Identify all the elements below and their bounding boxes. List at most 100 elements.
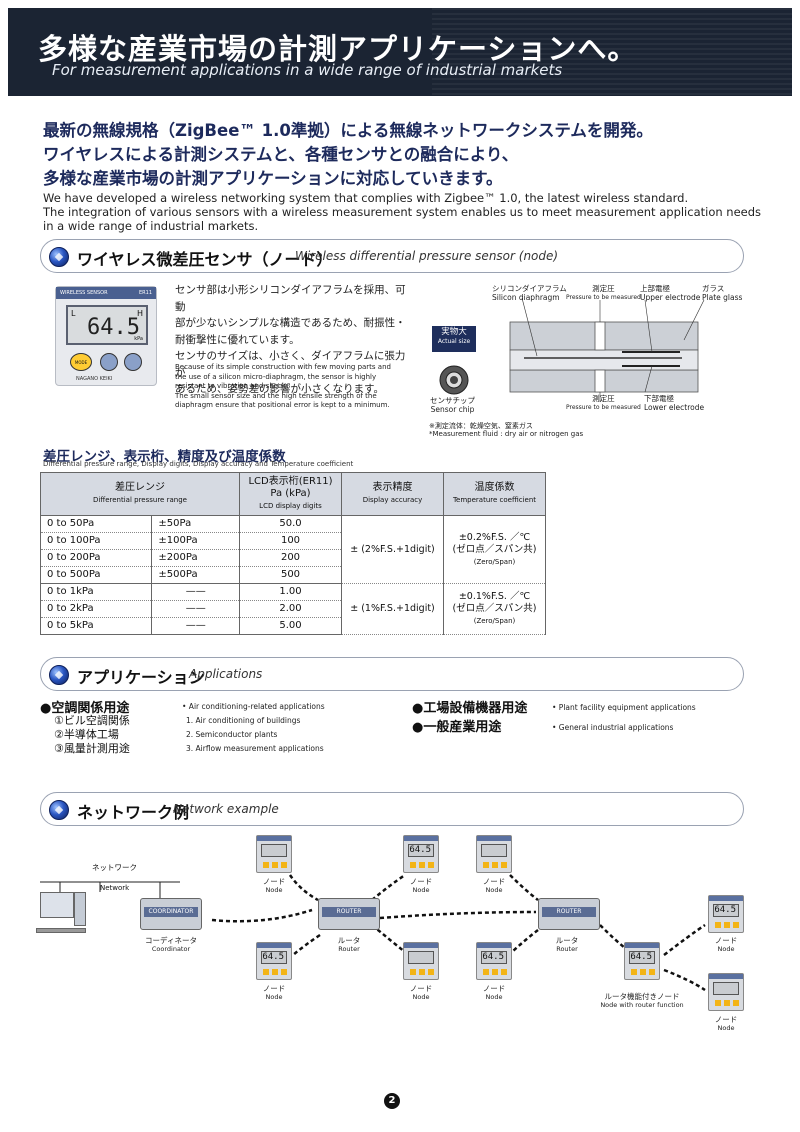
desc-en-line: resistant to vibration and shock.	[175, 382, 289, 390]
actual-size-jp: 実物大	[441, 327, 467, 337]
pressure-label-jp: 測定圧	[592, 394, 615, 403]
node-top	[257, 943, 291, 948]
router-bar: ROUTER	[542, 907, 596, 917]
pressure-top-label: 測定圧 Pressure to be measured	[566, 284, 641, 302]
digits-cell: 5.00	[239, 617, 342, 635]
sensor-description-en: Because of its simple construction with …	[175, 363, 407, 411]
app-left-sub-1: ①ビル空調関係	[54, 714, 130, 727]
app-left-en-sub-2: 2. Semiconductor plants	[186, 730, 278, 739]
accuracy-cell-group2: ± (1%F.S.+1digit)	[341, 583, 444, 635]
pc-monitor	[40, 892, 74, 918]
router-device-1: ROUTER	[318, 898, 380, 930]
node-top	[477, 943, 511, 948]
node-buttons	[483, 969, 507, 975]
app-left-sub-2: ②半導体工場	[54, 728, 119, 741]
silicon-label-en: Silicon diaphragm	[492, 293, 560, 302]
app-left-en-sub-1: 1. Air conditioning of buildings	[186, 716, 301, 725]
diagram-svg	[432, 297, 705, 402]
temp-note-jp: (ゼロ点／スパン共)	[452, 543, 537, 555]
app-left-en-main: • Air conditioning-related applications	[182, 702, 325, 711]
table-row: 0 to 2kPa —— 2.00	[39, 600, 546, 618]
node-buttons	[715, 1000, 739, 1006]
app-left-main: ●空調関係用途	[40, 701, 130, 716]
digits-cell: 500	[239, 566, 342, 584]
node-router-en: Node with router function	[600, 1001, 684, 1009]
sensor-section-title-en: Wireless differential pressure sensor (n…	[295, 249, 559, 263]
header-temp-en: Temperature coefficient	[452, 496, 537, 504]
temp-value: ±0.2%F.S. ／℃	[458, 531, 531, 543]
node-en: Node	[717, 1024, 735, 1032]
table-title: 差圧レンジ、表示桁、精度及び温度係数	[43, 449, 286, 465]
node-buttons	[263, 969, 287, 975]
device-model-label: ER11	[139, 290, 152, 296]
intro-en-line-2: The integration of various sensors with …	[43, 205, 762, 219]
node-top	[257, 836, 291, 841]
fluid-note-en: *Measurement fluid : dry air or nitrogen…	[429, 430, 584, 438]
header-accuracy-en: Display accuracy	[362, 496, 423, 504]
digits-cell: 100	[239, 532, 342, 550]
network-title-en: Network example	[173, 802, 279, 816]
header-range-jp: 差圧レンジ	[115, 482, 165, 493]
app-left-sub-3: ③風量計測用途	[54, 742, 130, 755]
digits-cell: 1.00	[239, 583, 342, 601]
range-cell: 0 to 100Pa	[39, 532, 153, 550]
header-lcd: LCD表示桁(ER11) Pa (kPa) LCD display digits	[239, 472, 342, 516]
node-screen	[261, 844, 287, 857]
desc-en-line: the use of a silicon micro-diaphragm, th…	[175, 372, 377, 381]
node-screen	[408, 951, 434, 964]
network-section-header: ネットワーク例 Network example	[40, 792, 744, 826]
header-accuracy-jp: 表示精度	[372, 482, 413, 493]
header-accuracy: 表示精度 Display accuracy	[341, 472, 444, 516]
page-header: 多様な産業市場の計測アプリケーションへ。 For measurement app…	[8, 8, 792, 96]
desc-en-line: diaphragm ensure that positional error i…	[175, 401, 390, 409]
node-screen	[713, 982, 739, 995]
table-row: 0 to 500Pa ±500Pa 500	[39, 566, 546, 584]
pm-cell: ——	[151, 583, 240, 601]
node-top	[477, 836, 511, 841]
header-lcd-unit: Pa (kPa)	[270, 488, 311, 499]
node-en: Node	[485, 886, 503, 894]
range-cell: 0 to 50Pa	[39, 515, 153, 533]
applications-title-en: Applications	[189, 667, 263, 681]
coordinator-label: コーディネータ Coordinator	[140, 936, 202, 954]
device-buttons: MODE	[70, 353, 146, 373]
node-top	[709, 896, 743, 901]
node-top	[404, 943, 438, 948]
device-lcd-unit: kPa	[134, 336, 143, 342]
header-lcd-en: LCD display digits	[259, 502, 322, 510]
node-device	[403, 942, 439, 980]
coordinator-en: Coordinator	[151, 945, 191, 953]
fluid-note-jp: ※測定流体：乾燥空気、窒素ガス	[429, 422, 533, 430]
router-en: Router	[556, 945, 578, 953]
temp-value: ±0.1%F.S. ／℃	[458, 591, 531, 602]
fluid-note: ※測定流体：乾燥空気、窒素ガス *Measurement fluid : dry…	[429, 422, 583, 438]
router-label-1: ルータ Router	[318, 936, 380, 954]
desc-jp-line: 耐衝撃性に優れています。	[175, 333, 300, 346]
actual-size-en: Actual size	[437, 338, 471, 345]
node-jp: ノード	[714, 1015, 738, 1024]
accuracy-cell-group1: ± (2%F.S.+1digit)	[341, 515, 444, 584]
node-jp: ノード	[262, 877, 286, 886]
sensor-device-image: WIRELESS SENSOR ER11 L H 64.5 kPa MODE N…	[55, 286, 157, 386]
node-jp: ノード	[482, 877, 506, 886]
node-en: Node	[485, 993, 503, 1001]
desc-jp-line: あるため、姿勢差の影響が小さくなります。	[175, 383, 384, 395]
node-jp: ノード	[409, 984, 433, 993]
network-label-en: Network	[100, 884, 130, 892]
node-en: Node	[717, 945, 735, 953]
range-cell: 0 to 2kPa	[39, 600, 153, 618]
sensor-section-title-jp: ワイヤレス微差圧センサ（ノード）	[77, 250, 333, 269]
temp-note-en: (Zero/Span)	[473, 617, 516, 625]
device-lcd-value: 64.5	[87, 315, 140, 340]
page-number: 2	[384, 1093, 400, 1109]
node-screen: 64.5	[629, 951, 655, 964]
applications-section-header: アプリケーション Applications	[40, 657, 744, 691]
glass-label: ガラス Plate glass	[702, 284, 742, 302]
router-jp: ルータ	[337, 936, 361, 945]
node-buttons	[410, 969, 434, 975]
